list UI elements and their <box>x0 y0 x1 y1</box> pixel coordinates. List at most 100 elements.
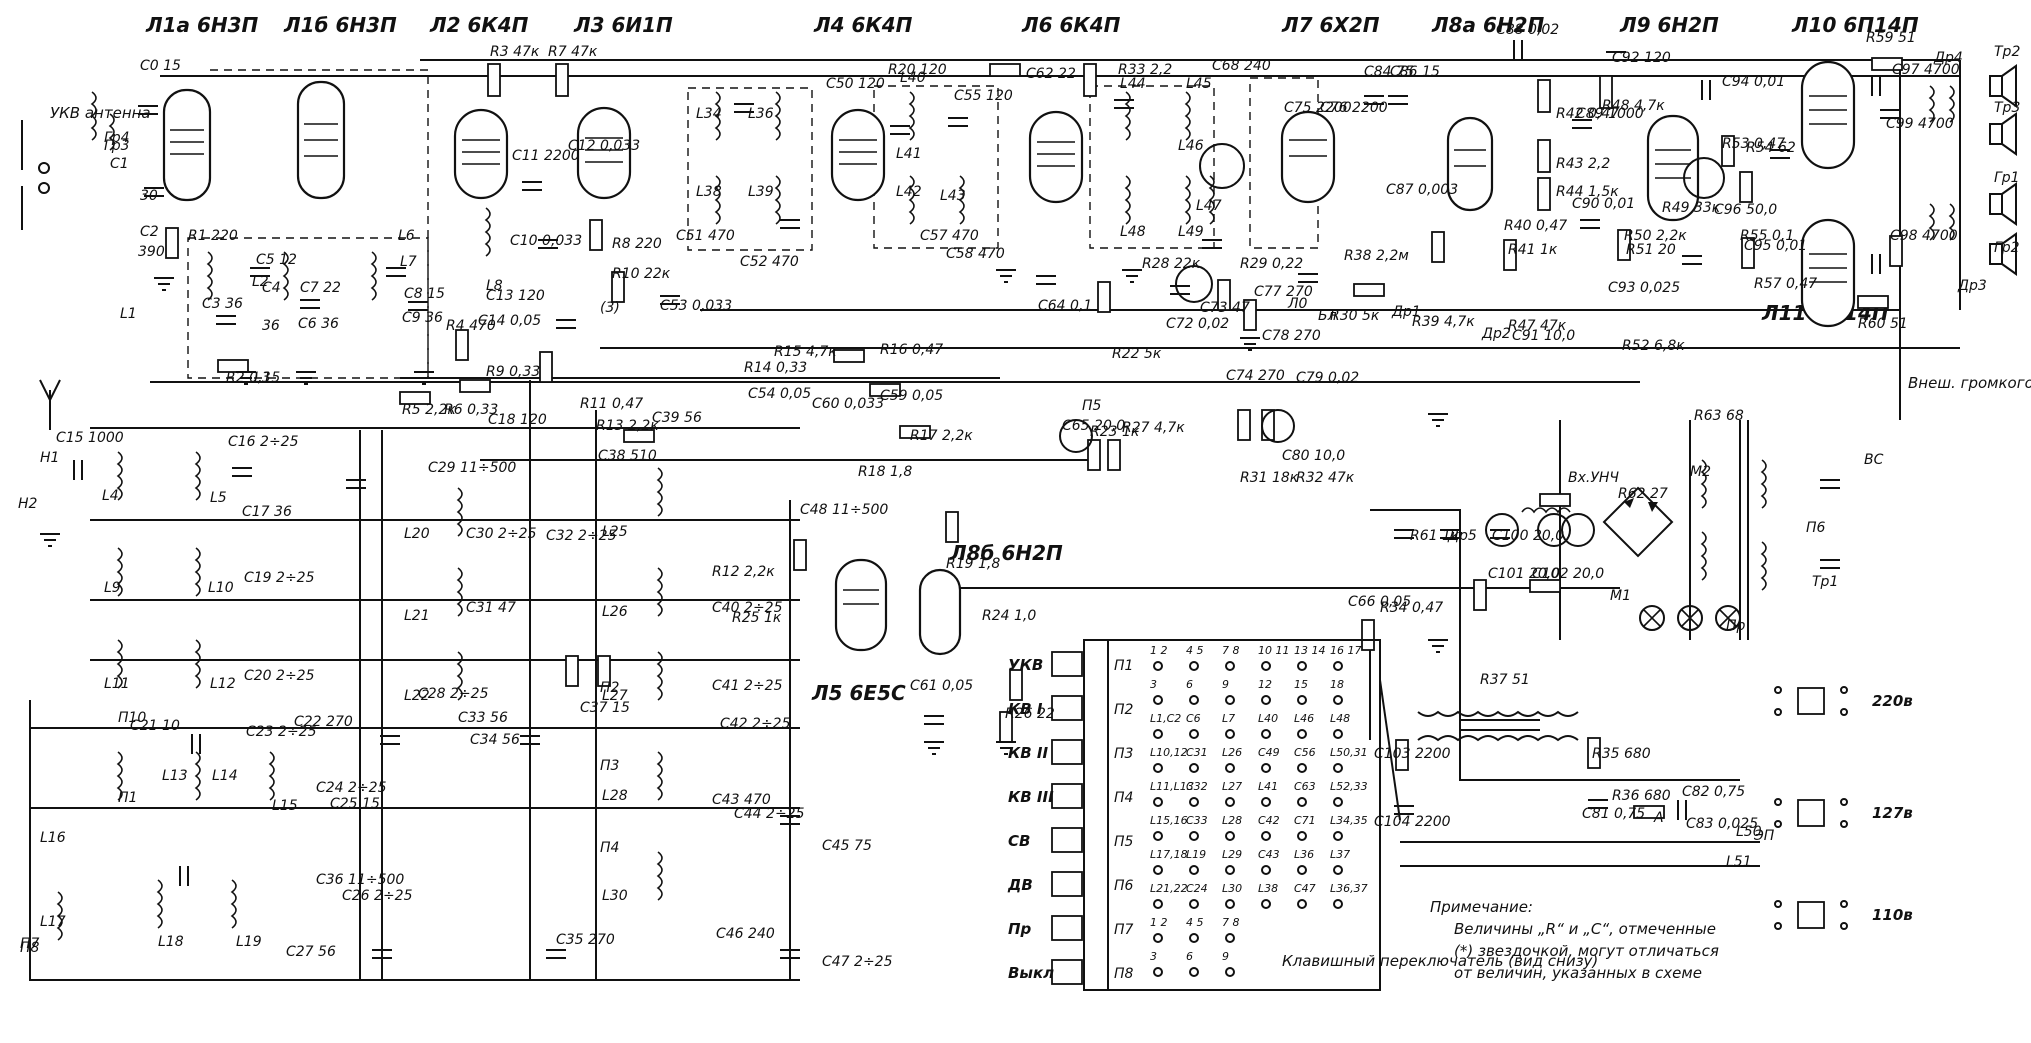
component-label: R19 1,8 <box>946 556 1000 572</box>
component-label: C36 11÷500 <box>316 872 404 888</box>
component-label: L17 <box>40 914 66 930</box>
component-label: L19 <box>236 934 262 950</box>
switch-contact <box>1153 967 1163 977</box>
component-label: R12 2,2к <box>712 564 775 580</box>
switch-grid-label: C6 <box>1186 712 1201 725</box>
switch-grid-label: L27 <box>1222 780 1242 793</box>
component-label: R7 47к <box>548 44 598 60</box>
switch-key[interactable] <box>1051 827 1083 853</box>
component-label: L45 <box>1186 76 1212 92</box>
switch-key[interactable] <box>1051 959 1083 985</box>
component-label: C18 120 <box>488 412 547 428</box>
component-label: Гр2 <box>1994 240 2020 256</box>
component-label: Бл <box>1318 308 1337 324</box>
component-label: C60 0,033 <box>812 396 884 412</box>
tube-label: Л10 6П14П <box>1791 13 1919 37</box>
switch-grid-label: C56 <box>1294 746 1316 759</box>
switch-grid-label: C71 <box>1294 814 1316 827</box>
bus-wires <box>29 59 1961 981</box>
component-label: C66 0,05 <box>1348 594 1411 610</box>
tube-label: Л1б 6Н3П <box>283 13 397 37</box>
component-label: C96 50,0 <box>1714 202 1777 218</box>
component-label: R41 1к <box>1508 242 1558 258</box>
switch-key[interactable] <box>1051 915 1083 941</box>
component-label: BC <box>1864 452 1884 468</box>
component-label: C55 120 <box>954 88 1013 104</box>
tube-label: Л8а 6Н2П <box>1431 13 1545 37</box>
component-label: 36 <box>262 318 280 334</box>
loudspeakers <box>1989 64 2017 276</box>
switch-contact <box>1225 797 1235 807</box>
component-label: R44 1,5к <box>1556 184 1619 200</box>
switch-contact <box>1333 763 1343 773</box>
switch-grid-label: 4 5 <box>1186 644 1204 657</box>
component-label: C33 56 <box>458 710 508 726</box>
component-label: L18 <box>158 934 184 950</box>
component-label: Др2 <box>1481 326 1511 342</box>
component-label: R25 1к <box>732 610 782 626</box>
switch-key[interactable] <box>1051 783 1083 809</box>
tube-label-group: Л1а 6Н3П Л1б 6Н3П Л2 6К4П Л3 6И1П Л4 6К4… <box>145 13 1919 705</box>
component-label: C13 120 <box>486 288 545 304</box>
component-label: L15 <box>272 798 298 814</box>
component-label: C92 120 <box>1612 50 1671 66</box>
switch-grid-label: 1 2 <box>1150 916 1168 929</box>
component-label: R33 2,2 <box>1118 62 1172 78</box>
component-label: П7 <box>20 936 40 952</box>
component-label: R39 4,7к <box>1412 314 1475 330</box>
switch-grid-label: C63 <box>1294 780 1316 793</box>
switch-grid-label: 12 <box>1258 678 1272 691</box>
component-label: R14 0,33 <box>744 360 807 376</box>
switch-grid-label: L36 <box>1294 848 1314 861</box>
tube-envelopes <box>162 60 1856 656</box>
switch-grid-label: L11,L13 <box>1150 780 1194 793</box>
component-label: C35 270 <box>556 932 615 948</box>
switch-contact <box>1225 933 1235 943</box>
component-label: C3 36 <box>202 296 243 312</box>
switch-contact <box>1189 695 1199 705</box>
component-label: L5 <box>210 490 227 506</box>
switch-grid-label: 10 11 <box>1258 644 1290 657</box>
component-label: R3 47к <box>490 44 540 60</box>
component-label: L10 <box>208 580 234 596</box>
component-label: R22 5к <box>1112 346 1162 362</box>
component-label: R24 1,0 <box>982 608 1036 624</box>
component-label: L38 <box>696 184 722 200</box>
resistors <box>165 57 1903 819</box>
component-label: П1 <box>118 790 137 806</box>
component-label: C50 120 <box>826 76 885 92</box>
switch-grid-label: L46 <box>1294 712 1314 725</box>
component-label: П6 <box>1806 520 1826 536</box>
switch-contact <box>1333 831 1343 841</box>
switch-key-label: КВ II <box>1008 744 1048 762</box>
component-label: C72 0,02 <box>1166 316 1229 332</box>
switch-grid-label: 16 17 <box>1330 644 1362 657</box>
switch-key[interactable] <box>1051 871 1083 897</box>
switch-contact <box>1153 933 1163 943</box>
switch-key[interactable] <box>1051 695 1083 721</box>
component-label: C101 20,0 <box>1488 566 1560 582</box>
tube-label: Л1а 6Н3П <box>145 13 259 37</box>
switch-key[interactable] <box>1051 739 1083 765</box>
pilot-lamps <box>1639 605 1741 631</box>
component-label: C15 1000 <box>56 430 124 446</box>
switch-key[interactable] <box>1051 651 1083 677</box>
component-label: R51 20 <box>1626 242 1676 258</box>
component-label: R52 6,8к <box>1622 338 1685 354</box>
component-label: L7 <box>400 254 417 270</box>
component-label: C30 2÷25 <box>466 526 537 542</box>
component-label: C23 2÷25 <box>246 724 317 740</box>
switch-key-label: СВ <box>1008 832 1030 850</box>
switch-contact <box>1225 865 1235 875</box>
component-label: R5 2,2к <box>402 402 456 418</box>
component-label: Л0 <box>1287 296 1308 312</box>
switch-contact <box>1333 865 1343 875</box>
component-label: L25 <box>602 524 628 540</box>
component-label: C48 11÷500 <box>800 502 888 518</box>
component-label: C93 0,025 <box>1608 280 1680 296</box>
tube-label: Л2 6К4П <box>429 13 529 37</box>
component-label: R30 5к <box>1330 308 1380 324</box>
component-label: C20 2÷25 <box>244 668 315 684</box>
